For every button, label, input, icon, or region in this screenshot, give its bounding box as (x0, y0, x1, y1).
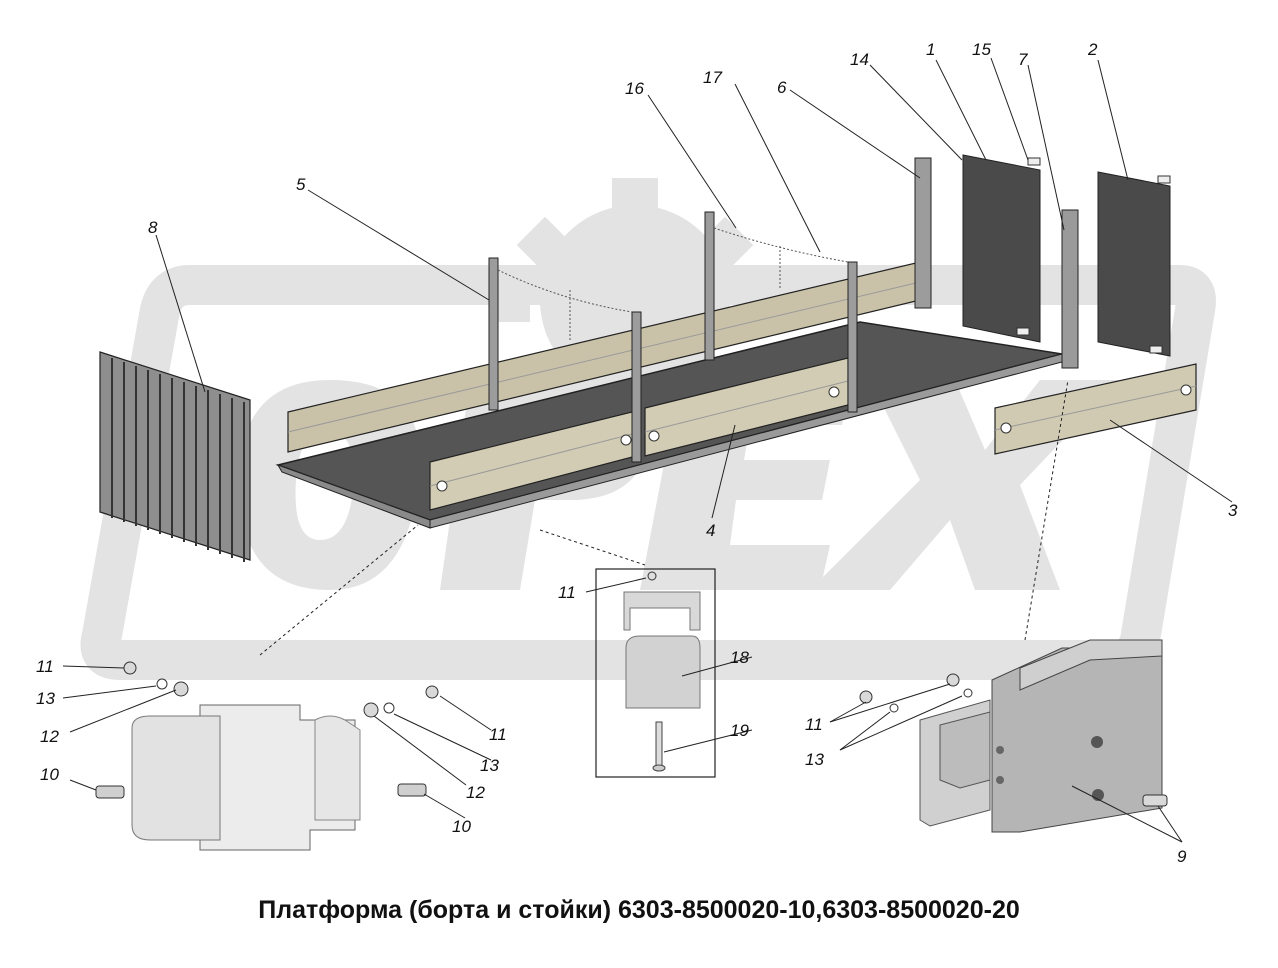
stake-7 (1061, 209, 1079, 369)
nuts-washers-left (123, 661, 439, 718)
callout-16: 16 (625, 79, 644, 98)
front-board-8 (99, 351, 251, 562)
callout-10-left: 10 (40, 765, 59, 784)
callout-13-center: 13 (480, 756, 499, 775)
bolts-nuts-right (859, 673, 1168, 807)
callout-2: 2 (1087, 40, 1098, 59)
bracket-assembly-right (919, 639, 1163, 833)
callout-9: 9 (1177, 847, 1187, 866)
callout-5: 5 (296, 175, 306, 194)
callout-11-box: 11 (558, 583, 576, 602)
rear-panel-1 (962, 154, 1041, 343)
callout-labels: 1 2 3 4 5 6 7 8 9 10 10 11 11 11 11 12 1… (36, 40, 1238, 866)
callout-1: 1 (926, 40, 935, 59)
leader-lines (62, 57, 1233, 843)
rear-panel-2 (1097, 171, 1171, 357)
callout-17: 17 (703, 68, 722, 87)
callout-11-right: 11 (805, 715, 823, 734)
stakes (488, 157, 932, 463)
callout-7: 7 (1018, 50, 1028, 69)
callout-3: 3 (1228, 501, 1238, 520)
bracket-assembly-left (131, 704, 361, 851)
callout-12-center: 12 (466, 783, 485, 802)
callout-10-center: 10 (452, 817, 471, 836)
callout-18: 18 (730, 648, 749, 667)
callout-4: 4 (706, 521, 715, 540)
detail-box (595, 568, 716, 778)
callout-8: 8 (148, 218, 158, 237)
callout-14: 14 (850, 50, 869, 69)
callout-11-left: 11 (36, 657, 54, 676)
rear-board-3 (994, 363, 1197, 455)
chains (497, 227, 849, 340)
callout-19: 19 (730, 721, 749, 740)
callout-13-right: 13 (805, 750, 824, 769)
callout-13-left: 13 (36, 689, 55, 708)
callout-6: 6 (777, 78, 787, 97)
figure-caption: Платформа (борта и стойки) 6303-8500020-… (258, 896, 1020, 924)
callout-11-center: 11 (489, 725, 507, 744)
callout-15: 15 (972, 40, 991, 59)
bolts-left (95, 783, 427, 799)
callout-12-left: 12 (40, 727, 59, 746)
